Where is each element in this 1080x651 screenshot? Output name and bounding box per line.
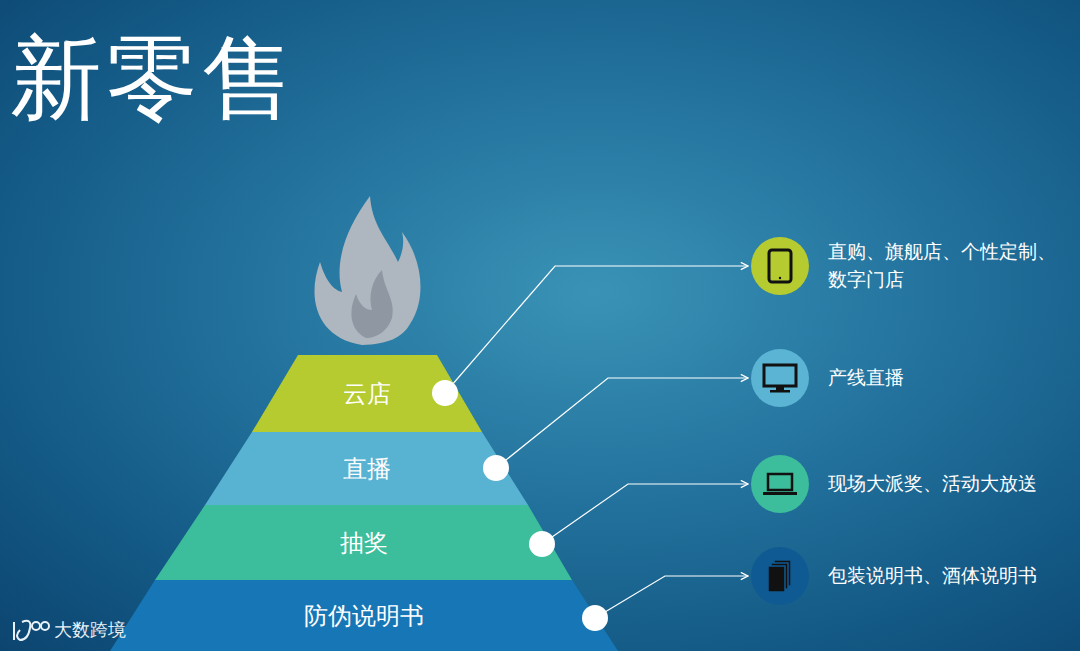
watermark-logo [14,621,49,640]
icon-circle [750,454,810,514]
band-label: 云店 [252,378,482,410]
leader-arrow [595,576,748,618]
pyramid-band: 直播 [205,432,528,505]
pyramid-band: 防伪说明书 [110,580,618,651]
description-text: 直购、旗舰店、个性定制、数字门店 [828,238,1068,293]
flame-icon [314,196,420,345]
band-label: 直播 [205,453,528,485]
icon-bubble: 包装说明书、酒体说明书 [750,546,1072,606]
pyramid-band: 抽奖 [155,505,572,580]
icon-bubble: 产线直播 [750,348,1072,408]
leader-arrow [542,484,748,544]
title: 新零售 [10,28,298,129]
description-text: 包装说明书、酒体说明书 [828,562,1068,590]
band-label: 抽奖 [155,527,572,559]
anchor-dot [529,531,555,557]
anchor-dot [483,455,509,481]
leader-arrow [445,266,748,393]
icon-bubble: 直购、旗舰店、个性定制、数字门店 [750,236,1072,296]
icon-circle [750,348,810,408]
icon-circle [750,236,810,296]
leader-arrow [496,378,748,468]
description-text: 产线直播 [828,364,1068,392]
pyramid-band: 云店 [252,355,482,432]
watermark: 大数跨境 [54,618,126,642]
icon-bubble: 现场大派奖、活动大放送 [750,454,1072,514]
description-text: 现场大派奖、活动大放送 [828,470,1068,498]
anchor-dot [432,380,458,406]
icon-circle [750,546,810,606]
band-label: 防伪说明书 [110,600,618,632]
anchor-dot [582,605,608,631]
